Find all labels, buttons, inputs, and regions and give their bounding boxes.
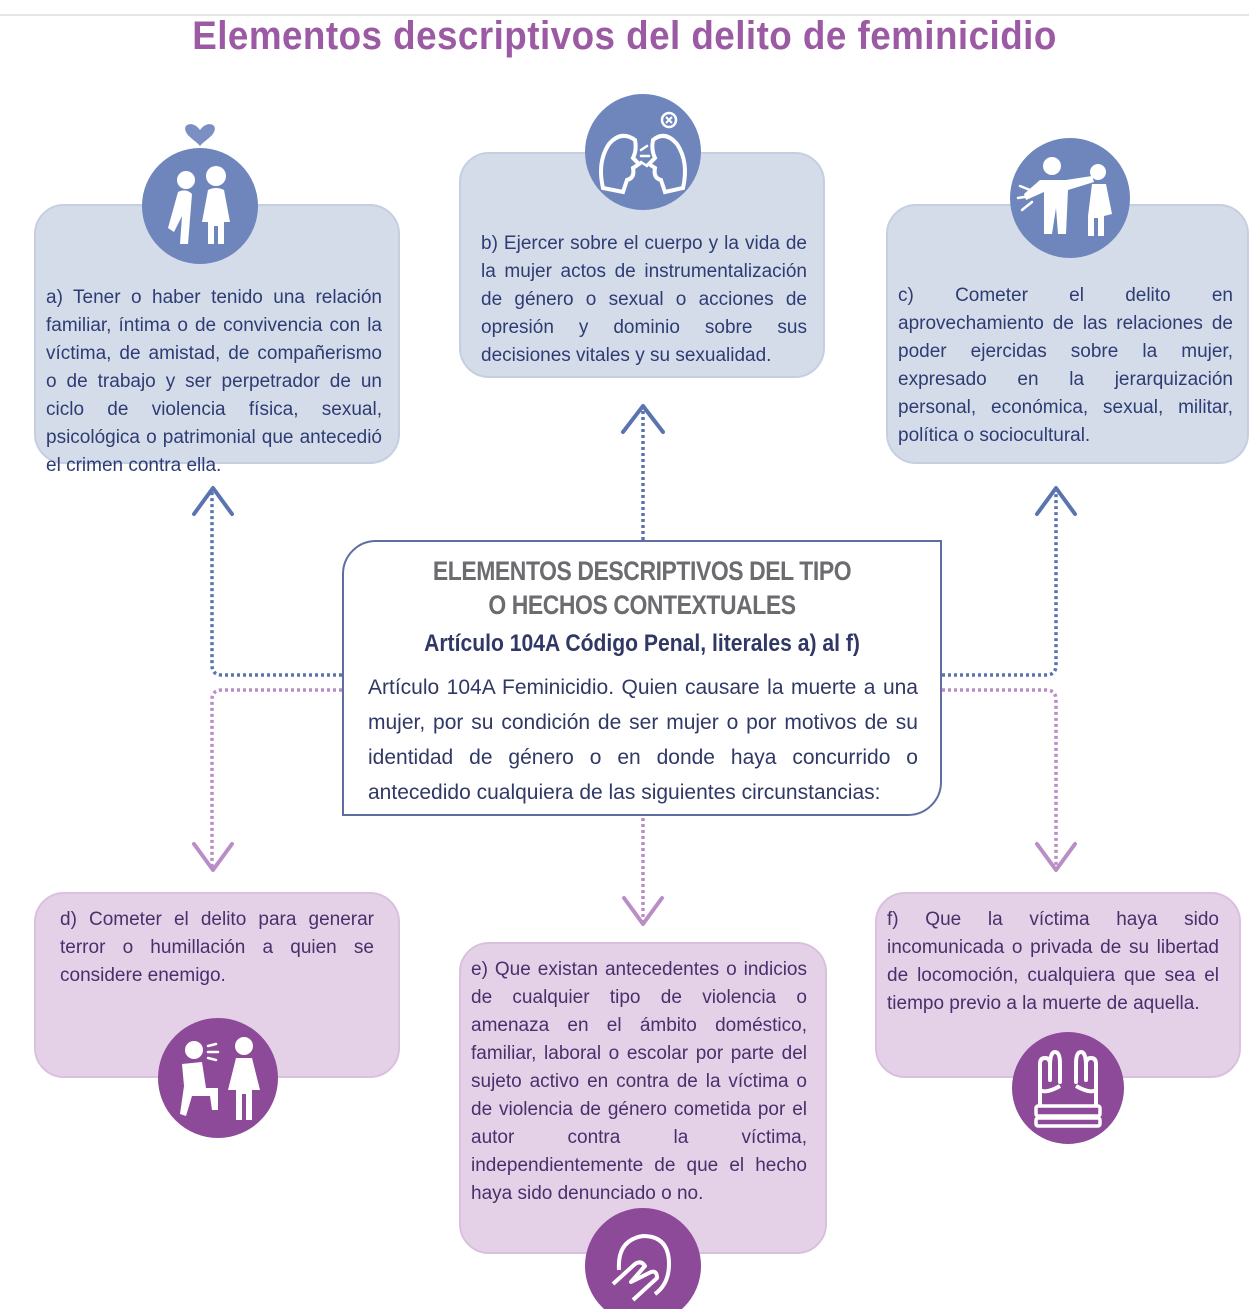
page-title: Elementos descriptivos del delito de fem… [192,14,1057,58]
element-a-box: a) Tener o haber tenido una relación fam… [34,204,400,476]
arrow-head-a [192,486,234,516]
element-c-text: c) Cometer el delito en aprovechamiento … [898,285,1233,446]
center-heading-line1: ELEMENTOS DESCRIPTIVOS DEL TIPO [432,556,852,586]
element-d-box: d) Cometer el delito para generar terror… [34,892,400,1078]
element-e-text: e) Que existan antecedentes o indicios d… [471,959,807,1204]
center-heading-line2: O HECHOS CONTEXTUALES [488,590,796,620]
connector-a [210,490,342,677]
center-heading: ELEMENTOS DESCRIPTIVOS DEL TIPO O HECHOS… [389,554,896,622]
element-d-text: d) Cometer el delito para generar terror… [60,909,374,986]
power-aggression-icon [1010,138,1130,258]
covered-face-icon [585,1208,701,1309]
element-a-text: a) Tener o haber tenido una relación fam… [46,287,382,476]
center-box: ELEMENTOS DESCRIPTIVOS DEL TIPO O HECHOS… [342,540,942,816]
shouting-person-icon [158,1018,278,1138]
bound-hands-icon [1012,1032,1124,1144]
element-f-text: f) Que la víctima haya sido incomunicada… [887,909,1219,1014]
element-e-box: e) Que existan antecedentes o indicios d… [459,942,827,1254]
arrow-head-d [192,842,234,872]
center-subheading: Artículo 104A Código Penal, literales a)… [424,630,860,657]
arrow-head-e [622,896,664,926]
arrow-head-b [621,404,665,434]
arrow-head-c [1035,486,1077,516]
couple-heart-icon [142,124,258,264]
arrow-head-f [1035,842,1077,872]
faces-manipulation-icon [585,94,701,210]
connector-d [210,688,342,868]
connector-f [942,688,1058,868]
element-b-text: b) Ejercer sobre el cuerpo y la vida de … [481,233,807,366]
center-body: Artículo 104A Feminicidio. Quien causare… [368,676,918,804]
connector-c [942,490,1058,677]
top-divider [0,14,1249,16]
